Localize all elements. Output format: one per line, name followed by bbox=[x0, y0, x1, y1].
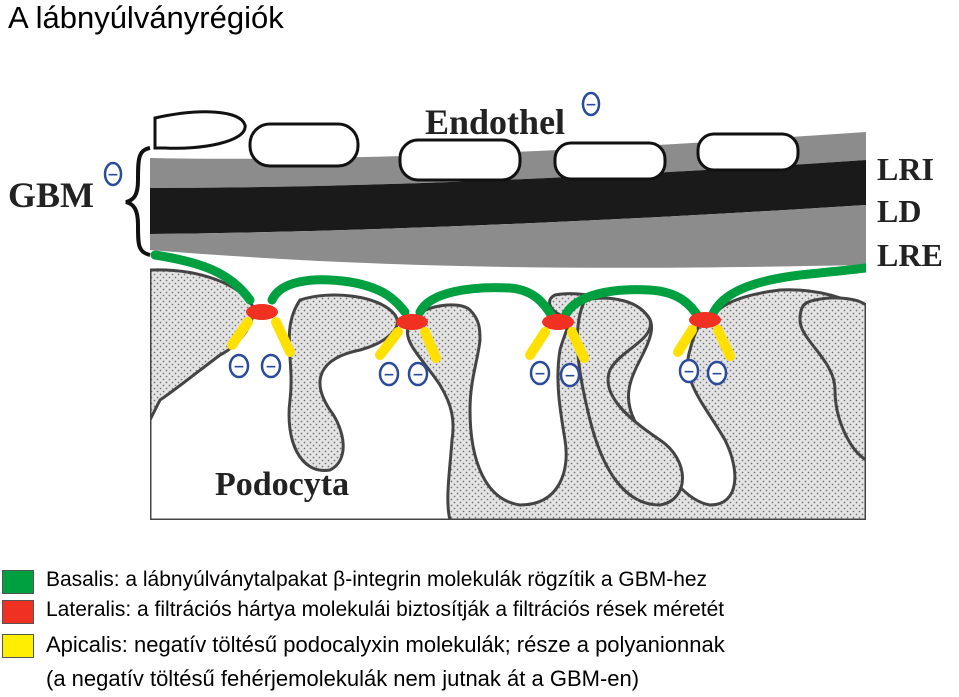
legend-apicalis-cont: (a negatív töltésű fehérjemolekulák nem … bbox=[46, 666, 640, 691]
charge-1a bbox=[228, 353, 250, 379]
apicalis-yellow-3b bbox=[567, 327, 589, 363]
apicalis-yellow-4b bbox=[713, 325, 735, 361]
glomerular-filtration-diagram: − − − − − − − − − − Endothel GBM LRI LD … bbox=[8, 91, 943, 520]
minus-sign: − bbox=[412, 367, 424, 383]
legend-basalis: Basalis: a lábnyúlványtalpakat β-integri… bbox=[46, 568, 708, 591]
charge-2a bbox=[378, 361, 400, 387]
apicalis-yellow-1b bbox=[271, 317, 295, 357]
apicalis-yellow-1a bbox=[227, 317, 253, 350]
minus-sign: − bbox=[233, 359, 245, 375]
endothel-cell-5 bbox=[696, 132, 800, 172]
minus-sign: − bbox=[265, 359, 277, 375]
lateralis-red-2 bbox=[396, 314, 428, 330]
podocyte-body bbox=[150, 268, 866, 520]
gbm-lre-layer bbox=[150, 205, 866, 268]
endothel-cell-3 bbox=[398, 138, 522, 182]
apicalis-yellow-2a bbox=[375, 327, 403, 360]
foot-process-2 bbox=[575, 296, 684, 507]
label-lri: LRI bbox=[877, 151, 934, 187]
charge-endothel bbox=[581, 91, 601, 117]
label-endothel: Endothel bbox=[425, 102, 565, 142]
minus-sign: − bbox=[383, 367, 395, 383]
red-swatch bbox=[2, 600, 34, 624]
basalis-green-4 bbox=[560, 285, 703, 321]
lateralis-red-4 bbox=[689, 312, 721, 328]
minus-sign: − bbox=[711, 366, 723, 382]
minus-sign: − bbox=[564, 368, 576, 384]
charge-2b bbox=[407, 361, 429, 387]
charge-4b bbox=[706, 360, 728, 386]
basalis-green-1 bbox=[150, 250, 255, 305]
basalis-green-5 bbox=[707, 263, 866, 321]
minus-sign: − bbox=[683, 364, 695, 380]
legend-lateralis: Lateralis: a filtrációs hártya molekulái… bbox=[46, 598, 725, 621]
charge-1b bbox=[260, 353, 282, 379]
label-lre: LRE bbox=[877, 237, 943, 273]
label-podocyta: Podocyta bbox=[215, 466, 349, 503]
minus-sign: − bbox=[107, 167, 119, 183]
label-gbm: GBM bbox=[8, 175, 94, 215]
gbm-ld-layer bbox=[150, 160, 866, 234]
page-title: A lábnyúlványrégiók bbox=[8, 0, 284, 35]
endothel-cell-4 bbox=[553, 141, 667, 181]
minus-sign: − bbox=[585, 97, 597, 113]
foot-process-3 bbox=[798, 296, 866, 462]
negative-charges bbox=[103, 91, 728, 388]
lateralis-red-1 bbox=[246, 304, 278, 320]
legend-apicalis: Apicalis: negatív töltésű podocalyxin mo… bbox=[46, 632, 725, 657]
charge-gbm bbox=[103, 161, 123, 187]
charge-3b bbox=[559, 362, 581, 388]
apicalis-yellow-3a bbox=[525, 327, 550, 360]
basalis-green-2 bbox=[267, 275, 410, 317]
basalis-green-3 bbox=[415, 283, 557, 321]
charge-4a bbox=[678, 358, 700, 384]
label-ld: LD bbox=[877, 193, 921, 229]
foot-process-1 bbox=[287, 293, 399, 472]
green-swatch bbox=[2, 570, 34, 594]
endothel-cell-2 bbox=[248, 122, 360, 168]
charge-3a bbox=[529, 360, 551, 386]
apicalis-yellow-4a bbox=[673, 325, 697, 357]
apicalis-yellow-2b bbox=[420, 327, 441, 363]
endothel-cell-1 bbox=[153, 110, 247, 150]
lateralis-red-3 bbox=[542, 314, 574, 330]
yellow-swatch bbox=[2, 634, 34, 658]
gbm-brace bbox=[125, 146, 151, 257]
minus-sign: − bbox=[534, 366, 546, 382]
